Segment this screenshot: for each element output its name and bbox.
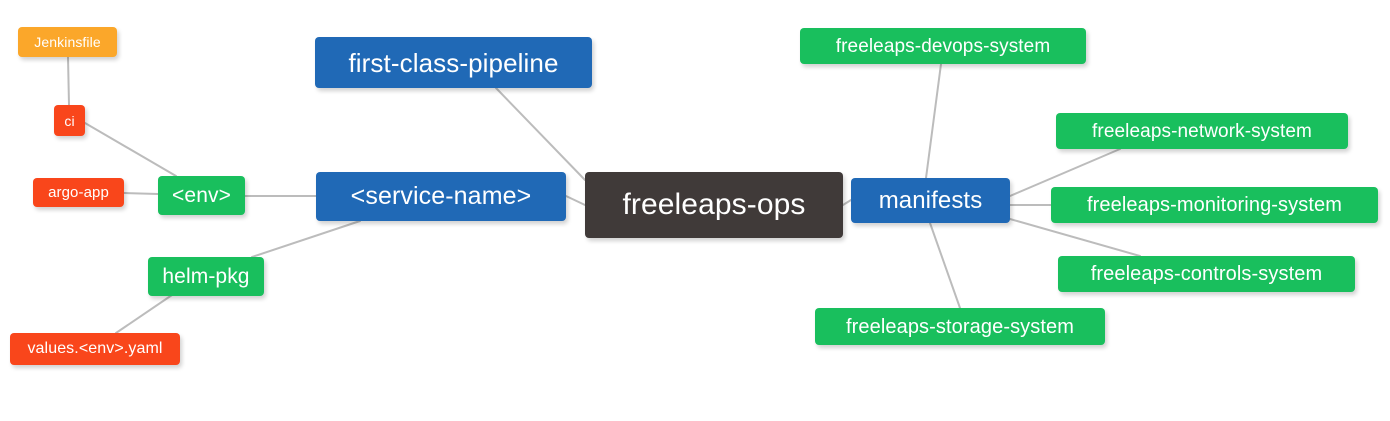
edge-service-name-to-helm-pkg [251, 220, 361, 258]
node-label: freeleaps-storage-system [845, 315, 1075, 338]
node-label: manifests [878, 186, 983, 214]
edge-helm-pkg-to-values-yaml [115, 294, 173, 334]
edge-manifests-to-devops-system [925, 63, 942, 179]
node-label: freeleaps-monitoring-system [1086, 194, 1342, 216]
edge-env-to-argo-app [123, 192, 159, 195]
edge-freeleaps-ops-to-manifests [842, 199, 852, 206]
edge-manifests-to-controls-system [1009, 218, 1141, 257]
node-label: <service-name> [350, 182, 532, 210]
node-label: helm-pkg [162, 265, 250, 288]
node-first-class-pipeline[interactable]: first-class-pipeline [315, 37, 592, 88]
node-ci[interactable]: ci [54, 105, 85, 136]
node-label: freeleaps-devops-system [835, 35, 1051, 57]
node-manifests[interactable]: manifests [851, 178, 1010, 223]
edge-manifests-to-storage-system [929, 222, 961, 309]
node-freeleaps-ops[interactable]: freeleaps-ops [585, 172, 843, 238]
node-label: <env> [172, 184, 231, 207]
node-service-name[interactable]: <service-name> [316, 172, 566, 221]
node-jenkinsfile[interactable]: Jenkinsfile [18, 27, 117, 57]
node-env[interactable]: <env> [158, 176, 245, 215]
node-label: values.<env>.yaml [27, 340, 163, 357]
node-label: freeleaps-controls-system [1090, 263, 1323, 285]
edge-freeleaps-ops-to-service-name [565, 195, 586, 206]
node-storage-system[interactable]: freeleaps-storage-system [815, 308, 1105, 345]
node-helm-pkg[interactable]: helm-pkg [148, 257, 264, 296]
edge-ci-to-jenkinsfile [67, 56, 70, 106]
node-network-system[interactable]: freeleaps-network-system [1056, 113, 1348, 149]
node-label: ci [64, 112, 75, 129]
node-controls-system[interactable]: freeleaps-controls-system [1058, 256, 1355, 292]
node-monitoring-system[interactable]: freeleaps-monitoring-system [1051, 187, 1378, 223]
edge-env-to-ci [84, 122, 177, 177]
node-argo-app[interactable]: argo-app [33, 178, 124, 207]
node-label: argo-app [48, 184, 109, 201]
node-label: Jenkinsfile [34, 34, 101, 50]
node-devops-system[interactable]: freeleaps-devops-system [800, 28, 1086, 64]
node-label: freeleaps-network-system [1092, 120, 1312, 142]
edge-freeleaps-ops-to-first-class-pipeline [495, 87, 586, 181]
node-values-yaml[interactable]: values.<env>.yaml [10, 333, 180, 365]
node-label: first-class-pipeline [348, 47, 559, 78]
node-label: freeleaps-ops [622, 188, 806, 221]
